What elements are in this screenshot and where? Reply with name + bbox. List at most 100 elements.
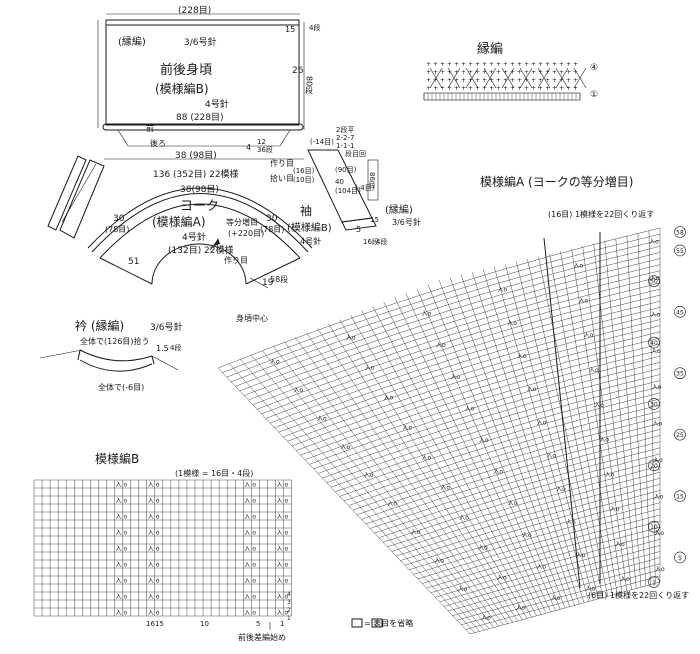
svg-text:入o: 入o (652, 384, 662, 391)
svg-text:+: + (468, 61, 473, 68)
svg-text:+: + (468, 69, 473, 76)
svg-text:入: 入 (244, 498, 250, 505)
svg-text:入o: 入o (573, 263, 583, 270)
svg-text:o: o (285, 498, 289, 505)
svg-text:o: o (156, 498, 160, 505)
svg-text:入o: 入o (421, 455, 431, 462)
svg-text:入: 入 (116, 498, 122, 505)
svg-text:+: + (426, 85, 431, 92)
border-needle-label: 3/6号針 (184, 36, 217, 48)
border-stitch-label: (縁編) (118, 35, 146, 48)
svg-text:o: o (156, 514, 160, 521)
sleeve-mid-1: (16目) (293, 167, 315, 175)
svg-text:+: + (496, 61, 501, 68)
top-border-label: (228目) (178, 5, 211, 16)
body-bottom-width: 88 (228目) (176, 112, 224, 123)
svg-text:入o: 入o (403, 425, 413, 432)
svg-text:+: + (566, 69, 571, 76)
yoke-needle: 4号針 (182, 231, 206, 243)
collar-rows-unit: 4段 (170, 343, 181, 352)
sleeve-top-2: 2段平 (336, 125, 354, 134)
pattern-b-row-3: 3 (287, 599, 291, 606)
svg-text:+: + (573, 77, 578, 84)
svg-text:入o: 入o (508, 500, 518, 507)
row-number: 1 (652, 580, 656, 587)
yoke-top-width-inner: 38(98目) (180, 184, 219, 195)
row-number-marker: 1 (648, 576, 660, 588)
svg-text:入: 入 (277, 514, 283, 521)
svg-text:入o: 入o (584, 332, 594, 339)
svg-text:+: + (440, 69, 445, 76)
svg-text:+: + (447, 77, 452, 84)
svg-text:入o: 入o (411, 529, 421, 536)
svg-text:+: + (538, 85, 543, 92)
svg-text:入o: 入o (458, 586, 468, 593)
pattern-a-chart: 模様編A (ヨークの等分増目) (16目) 1模様を22回くり返す 身頃中心 入… (217, 174, 689, 635)
svg-text:+: + (531, 61, 536, 68)
left-sleeve-diagram (47, 155, 105, 239)
svg-text:入o: 入o (576, 552, 586, 559)
svg-text:入: 入 (148, 514, 154, 521)
side-num: 4 (246, 143, 251, 152)
pattern-b-title: 模様編B (95, 451, 139, 466)
yoke-increase-sub: (+220目) (228, 229, 264, 238)
row-number: 25 (676, 432, 684, 439)
svg-text:o: o (252, 578, 256, 585)
svg-text:o: o (252, 482, 256, 489)
sleeve-top-5: 段目回 (345, 149, 366, 158)
row-number-marker: 10 (648, 520, 660, 533)
row-number: 30 (650, 401, 658, 408)
svg-text:入o: 入o (653, 457, 663, 464)
row-number: 10 (650, 524, 658, 531)
border-stitch-chart: 縁編 +++++++++++++++++++++++++++++++++++++… (423, 41, 598, 101)
yoke-bottom-label: (132目) 22模様 (168, 244, 234, 256)
row-number: 35 (676, 371, 684, 378)
svg-text:+: + (440, 85, 445, 92)
svg-text:+: + (482, 61, 487, 68)
svg-text:入: 入 (277, 530, 283, 537)
svg-text:o: o (285, 482, 289, 489)
right-sleeve-diagram: 袖 (模様編B) 4号針 (縁編) 3/6号針 (-14目) 2段平 2-2-7… (287, 125, 421, 246)
svg-text:+: + (482, 77, 487, 84)
row-number-marker: 20 (648, 459, 660, 472)
svg-text:+: + (447, 61, 452, 68)
yoke-right-side-sub: (78目) (260, 225, 284, 234)
yoke-side-label-2: 拾い目 (270, 173, 294, 183)
svg-text:+: + (489, 61, 494, 68)
body-title: 前後身頃 (160, 62, 212, 78)
pattern-b-col-5: 5 (256, 620, 260, 628)
row-number-marker: 15 (674, 490, 686, 502)
body-needle: 4号針 (205, 98, 229, 110)
svg-text:入: 入 (244, 578, 250, 585)
svg-text:+: + (531, 77, 536, 84)
sleeve-top-1: (-14目) (310, 138, 334, 146)
svg-text:+: + (559, 85, 564, 92)
collar-pickup: 全体で(126目)拾う (80, 336, 150, 346)
svg-text:入o: 入o (293, 387, 303, 394)
svg-text:入o: 入o (650, 275, 660, 282)
svg-text:入o: 入o (465, 405, 475, 412)
svg-text:入: 入 (244, 610, 250, 617)
svg-text:o: o (252, 594, 256, 601)
svg-text:入o: 入o (605, 471, 615, 478)
svg-text:+: + (482, 69, 487, 76)
svg-text:入o: 入o (440, 485, 450, 492)
svg-text:+: + (510, 61, 515, 68)
pattern-b-col-1: 1 (280, 620, 284, 628)
svg-text:o: o (124, 498, 128, 505)
svg-text:+: + (510, 77, 515, 84)
svg-text:+: + (538, 61, 543, 68)
top-rows-unit: 4段 (309, 23, 320, 32)
svg-text:入o: 入o (654, 493, 664, 500)
svg-text:+: + (503, 77, 508, 84)
svg-text:入: 入 (277, 498, 283, 505)
svg-text:入: 入 (277, 482, 283, 489)
side-rows-b: 36段 (257, 145, 273, 154)
collar-title: 衿 (縁編) (75, 318, 124, 333)
svg-text:+: + (433, 85, 438, 92)
svg-text:+: + (524, 61, 529, 68)
svg-text:入o: 入o (610, 506, 620, 513)
svg-text:入o: 入o (498, 287, 508, 294)
svg-text:+: + (559, 77, 564, 84)
svg-text:入: 入 (116, 578, 122, 585)
